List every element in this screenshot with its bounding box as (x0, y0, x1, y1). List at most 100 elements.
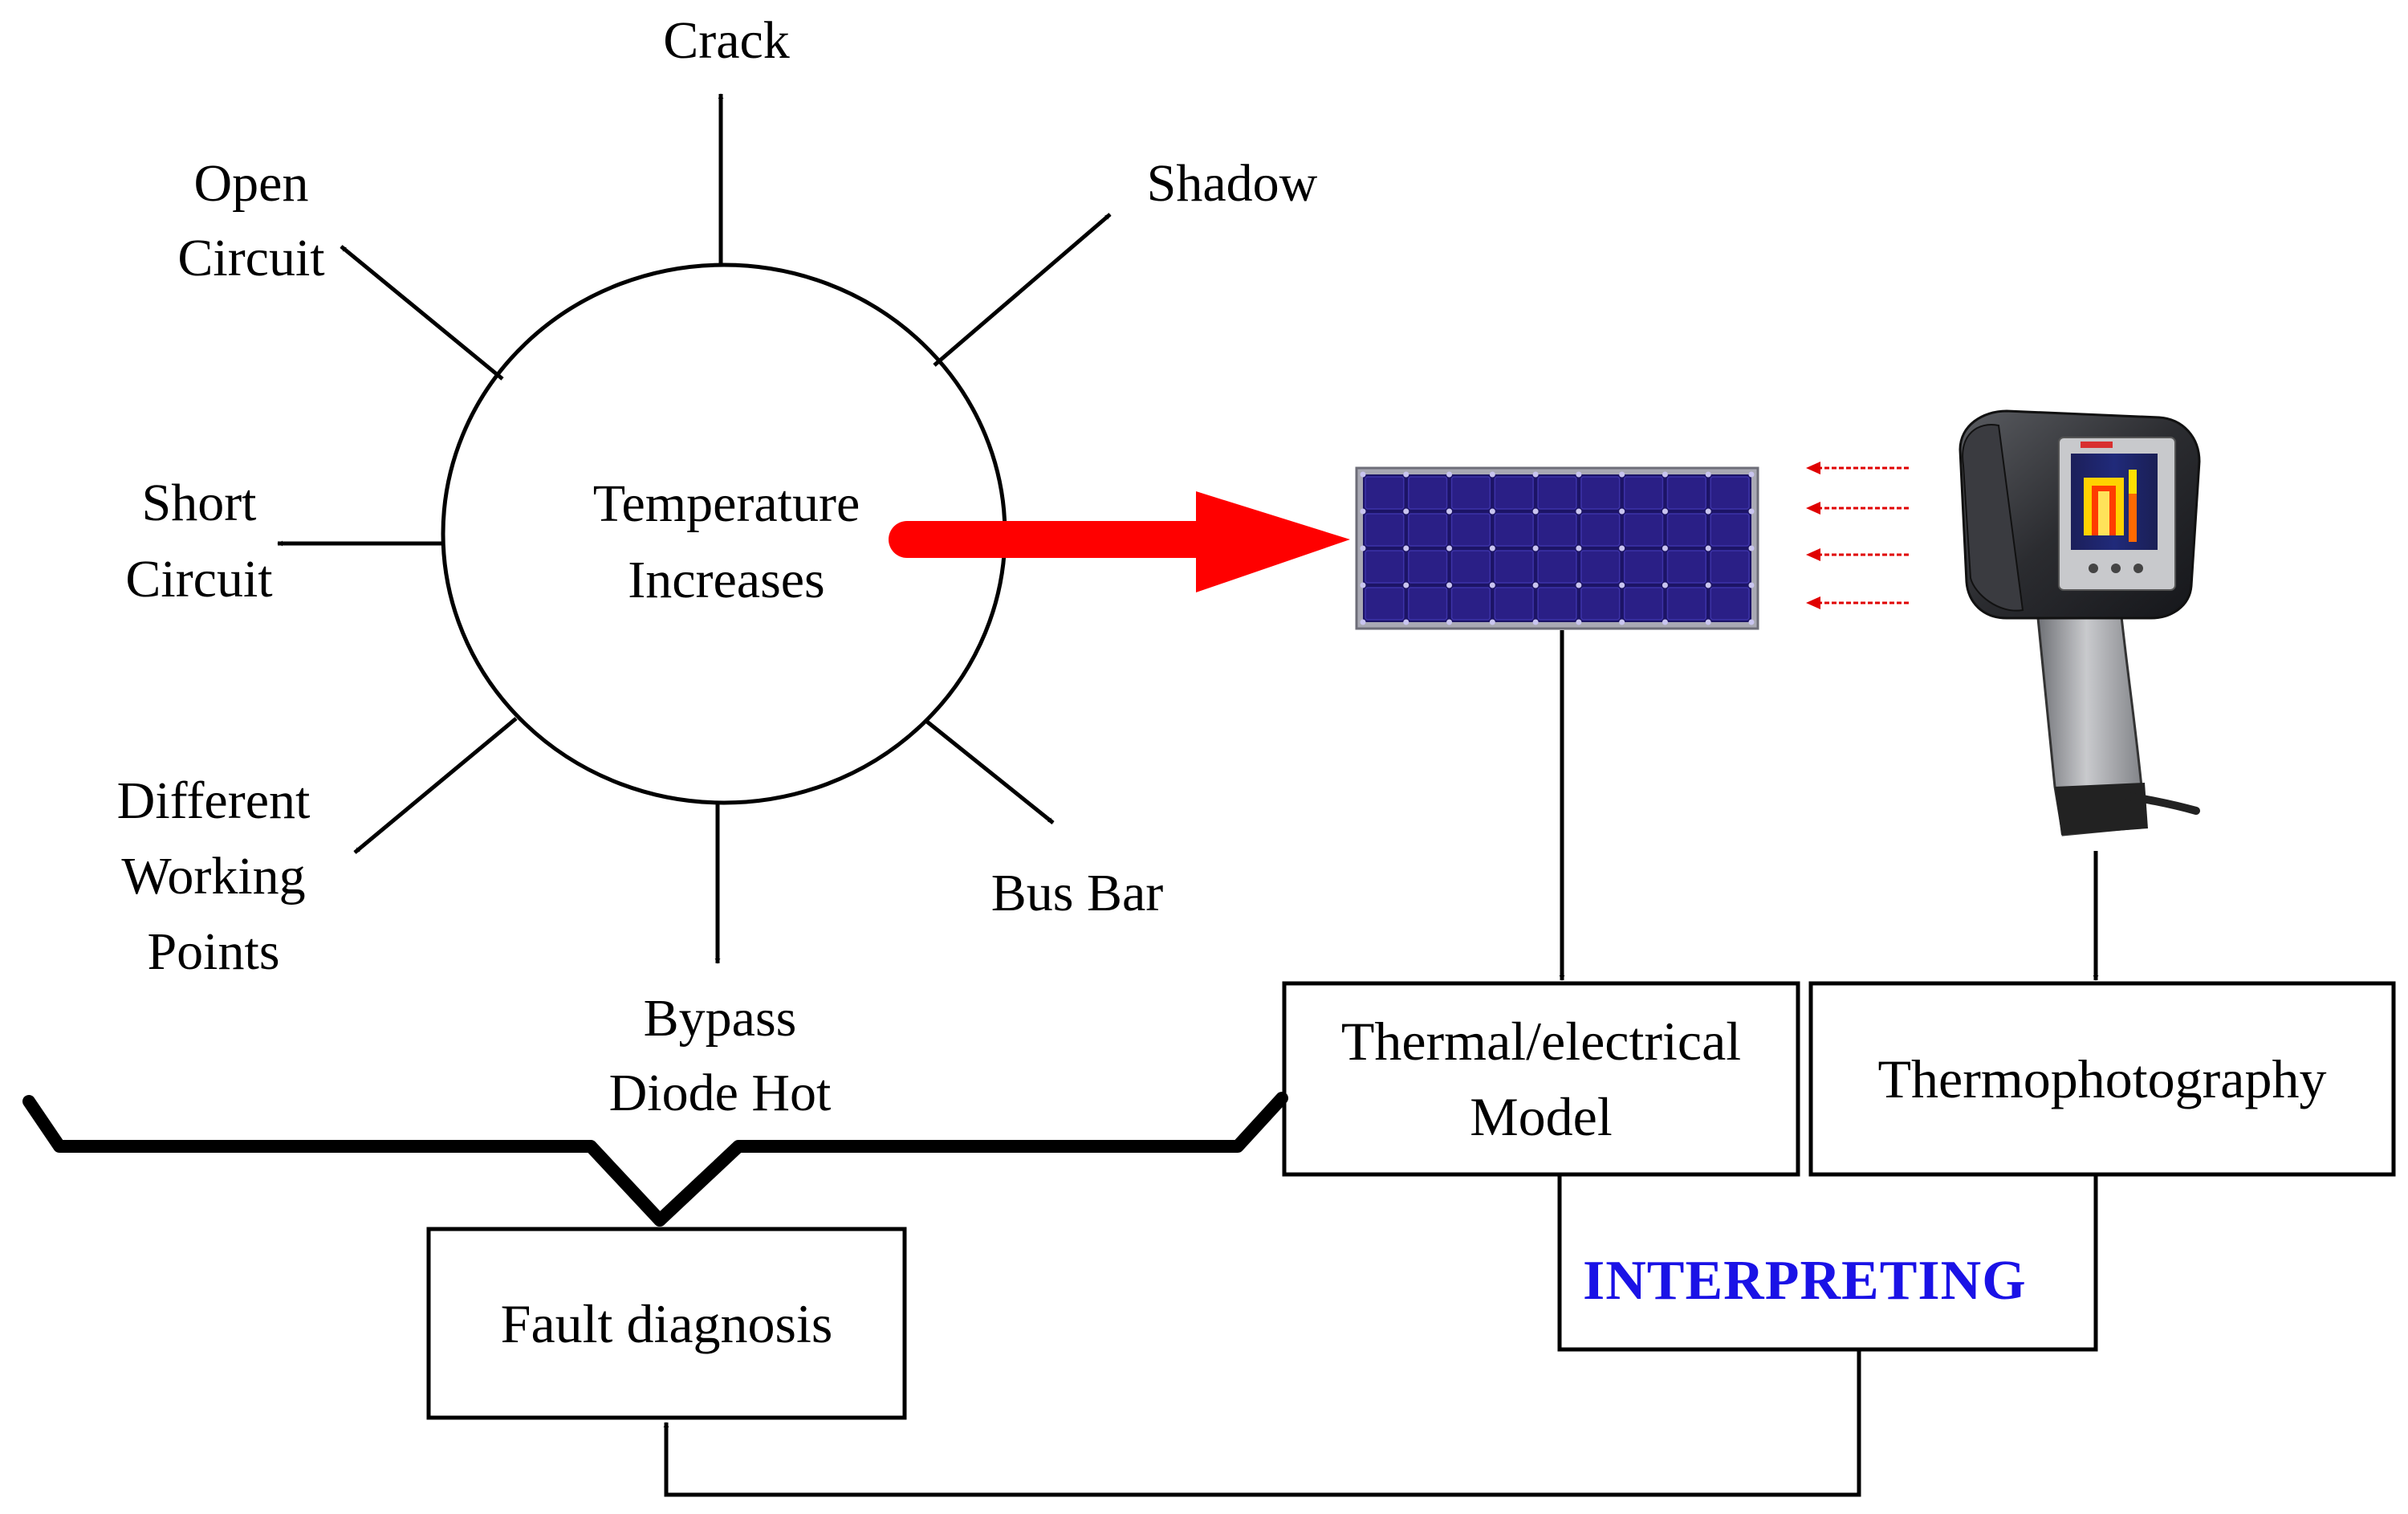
arrow-open-circuit (340, 245, 504, 381)
solar-cell (1450, 550, 1491, 584)
label-different-working-points-line1: Different (116, 771, 311, 830)
label-different-working-points-line3: Points (147, 922, 280, 981)
solar-cell (1408, 550, 1448, 584)
solar-cell (1537, 513, 1577, 547)
solar-cell (1408, 587, 1448, 621)
solar-cell-joint (1446, 619, 1453, 625)
thermal-model-label-line2: Model (1470, 1086, 1613, 1147)
cause-brace (22, 1092, 1288, 1227)
label-open-circuit-line2: Circuit (177, 229, 325, 287)
solar-cell (1365, 587, 1405, 621)
solar-cell-joint (1576, 582, 1582, 588)
fault-diagnosis-label-text: Fault diagnosis (500, 1292, 833, 1354)
solar-cell (1450, 587, 1491, 621)
arrow-bus-bar (925, 720, 1055, 824)
solar-cell-joint (1360, 545, 1366, 551)
interpreting-bracket (1557, 1174, 2098, 1352)
solar-cell-joint (1532, 619, 1539, 625)
arrow-interpreting-to-fault (663, 1349, 1861, 1497)
label-short-circuit-line1: Short (141, 474, 257, 532)
solar-cell-joint (1705, 582, 1711, 588)
solar-cell-joint (1705, 619, 1711, 625)
solar-cell-joint (1403, 471, 1409, 478)
solar-cell-joint (1619, 582, 1625, 588)
solar-cell (1666, 513, 1706, 547)
solar-cell (1365, 476, 1405, 510)
solar-cell-joint (1662, 545, 1668, 551)
solar-cell-joint (1619, 619, 1625, 625)
solar-cell-joint (1446, 508, 1453, 515)
solar-cell (1710, 476, 1750, 510)
solar-cell (1623, 476, 1664, 510)
solar-cell-joint (1360, 582, 1366, 588)
solar-cell-joint (1532, 471, 1539, 478)
solar-cell-joint (1705, 545, 1711, 551)
solar-cell-joint (1532, 545, 1539, 551)
solar-cell (1537, 476, 1577, 510)
solar-cell-joint (1360, 508, 1366, 515)
solar-cell (1710, 550, 1750, 584)
solar-cell (1408, 476, 1448, 510)
solar-cell-joint (1705, 471, 1711, 478)
solar-cell-joint (1489, 471, 1495, 478)
thermophotography-label-text: Thermophotography (1877, 1048, 2327, 1109)
solar-cell-joint (1446, 582, 1453, 588)
label-bypass-diode-line1: Bypass (643, 989, 797, 1048)
label-short-circuit-line2: Circuit (125, 550, 273, 608)
solar-cell (1494, 550, 1534, 584)
red-arrow (889, 491, 1350, 592)
solar-cell (1450, 476, 1491, 510)
solar-cell (1623, 513, 1664, 547)
solar-cell-joint (1446, 471, 1453, 478)
solar-cell-joint (1748, 508, 1755, 515)
solar-cell (1537, 587, 1577, 621)
solar-cell (1623, 550, 1664, 584)
label-bypass-diode-line2: Diode Hot (608, 1064, 832, 1122)
solar-cell-joint (1403, 508, 1409, 515)
solar-cell (1580, 550, 1621, 584)
solar-cell (1666, 587, 1706, 621)
solar-cell-joint (1403, 619, 1409, 625)
thermal-model-label: Thermal/electrical Model (1284, 983, 1798, 1174)
solar-cell (1365, 513, 1405, 547)
solar-cell-joint (1619, 508, 1625, 515)
solar-cell-joint (1619, 545, 1625, 551)
solar-cell-joint (1446, 545, 1453, 551)
solar-cell-joint (1619, 471, 1625, 478)
fault-diagnosis-box (426, 1227, 907, 1420)
arrow-shadow (933, 213, 1112, 367)
solar-cell-joint (1576, 471, 1582, 478)
solar-cell-joint (1748, 471, 1755, 478)
center-label-temperature: Temperature (592, 474, 860, 533)
solar-cell-joint (1489, 619, 1495, 625)
solar-cell-joint (1489, 545, 1495, 551)
label-different-working-points-line2: Working (121, 847, 306, 906)
solar-cell-joint (1532, 508, 1539, 515)
solar-cell-joint (1403, 582, 1409, 588)
solar-cell (1450, 513, 1491, 547)
solar-cell-joint (1705, 508, 1711, 515)
interpreting-label: INTERPRETING (1583, 1250, 2027, 1312)
solar-cell-joint (1576, 545, 1582, 551)
solar-cell-joint (1360, 619, 1366, 625)
label-bus-bar: Bus Bar (990, 864, 1164, 922)
solar-cell-joint (1489, 582, 1495, 588)
solar-cell-joint (1662, 508, 1668, 515)
label-crack: Crack (663, 11, 790, 70)
thermal-model-label-line1: Thermal/electrical (1340, 1011, 1742, 1072)
solar-cell (1710, 513, 1750, 547)
solar-cell-joint (1662, 471, 1668, 478)
solar-cell-joint (1748, 619, 1755, 625)
solar-cell (1710, 587, 1750, 621)
solar-cell-joint (1489, 508, 1495, 515)
label-shadow: Shadow (1146, 154, 1318, 213)
solar-cell (1494, 476, 1534, 510)
center-label-increases: Increases (628, 551, 825, 609)
solar-cell (1666, 550, 1706, 584)
thermophotography-label: Thermophotography (1811, 983, 2394, 1174)
solar-cell (1494, 513, 1534, 547)
solar-cell (1580, 513, 1621, 547)
solar-cell (1408, 513, 1448, 547)
solar-cell (1537, 550, 1577, 584)
